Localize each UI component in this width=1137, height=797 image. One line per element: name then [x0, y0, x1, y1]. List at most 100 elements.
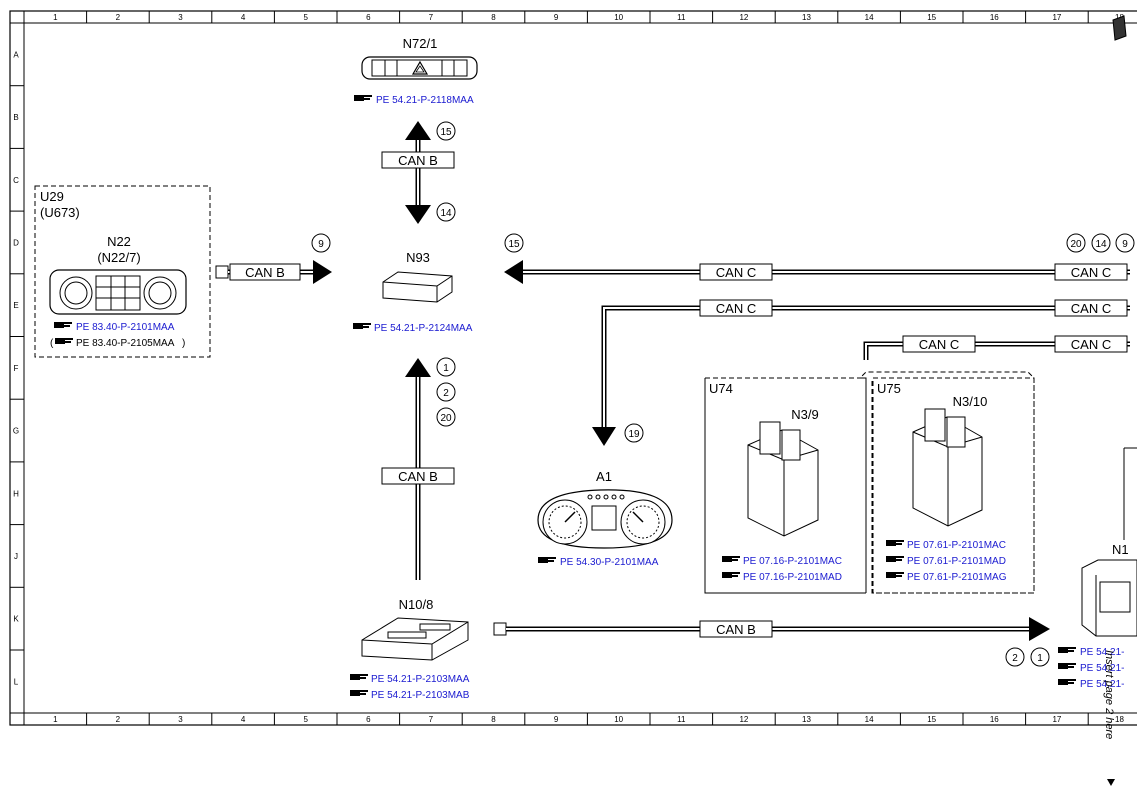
n10-8-label: N10/8	[399, 597, 434, 612]
can-c-label-3: CAN C	[716, 301, 756, 316]
grid-column-label: 12	[739, 13, 748, 22]
u29-alt-label: (U673)	[40, 205, 80, 220]
callout-14-right: 14	[1095, 239, 1107, 250]
climate-control-unit	[49, 269, 187, 315]
u74-group	[704, 377, 867, 594]
grid-column-label: 12	[739, 715, 748, 724]
n1x-ref-1[interactable]: PE 54.21-	[1080, 663, 1124, 674]
n10-8-ref-0[interactable]: PE 54.21-P-2103MAA	[371, 674, 470, 685]
grid-column-label: 13	[802, 715, 811, 724]
n3-10-ecu	[912, 408, 983, 527]
arrow-right-icon	[1029, 617, 1050, 641]
grid-column-label: 3	[178, 715, 183, 724]
pointing-hand-icon	[55, 338, 73, 344]
callout-19: 19	[628, 429, 640, 440]
pointing-hand-icon	[722, 572, 740, 578]
grid-row-label: D	[13, 238, 19, 247]
n1x-module	[1081, 559, 1137, 637]
can-b-label-1: CAN B	[398, 153, 438, 168]
grid-column-label: 9	[554, 715, 559, 724]
pointing-hand-icon	[886, 556, 904, 562]
pointing-hand-icon	[354, 95, 372, 101]
u29-label: U29	[40, 189, 64, 204]
n1x-ref-0[interactable]: PE 54.21-	[1080, 647, 1124, 658]
grid-row-label: E	[13, 301, 18, 310]
grid-column-label: 1	[53, 715, 58, 724]
pointing-hand-icon	[350, 690, 368, 696]
callout-2: 2	[443, 388, 449, 399]
n1x-ref-2[interactable]: PE 54.21-	[1080, 679, 1124, 690]
grid-column-label: 14	[865, 13, 874, 22]
n3-10-label: N3/10	[953, 394, 988, 409]
n10-8-module	[361, 617, 469, 661]
grid-row-label: L	[14, 677, 19, 686]
pointing-hand-icon	[538, 557, 556, 563]
grid-column-label: 16	[990, 13, 999, 22]
u75-ref-1[interactable]: PE 07.61-P-2101MAD	[907, 556, 1006, 567]
grid-column-label: 15	[927, 13, 936, 22]
grid-rulers: 1122334455667788991010111112121313141415…	[10, 11, 1124, 725]
can-c-label-4: CAN C	[1071, 301, 1111, 316]
u29-ref-paren-close: )	[182, 338, 185, 349]
hazard-switch-panel	[361, 56, 478, 80]
u74-ref-0[interactable]: PE 07.16-P-2101MAC	[743, 556, 842, 567]
n93-ref-0[interactable]: PE 54.21-P-2124MAA	[374, 323, 473, 334]
arrow-down-icon	[405, 205, 431, 224]
can-c-label-5: CAN C	[919, 337, 959, 352]
diagram-frame	[9, 10, 1137, 726]
pointing-hand-icon	[722, 556, 740, 562]
pointing-hand-icon	[353, 323, 371, 329]
can-b-label-3: CAN B	[398, 469, 438, 484]
grid-column-label: 10	[614, 715, 623, 724]
can-b-label-4: CAN B	[716, 622, 756, 637]
grid-column-label: 7	[429, 715, 434, 724]
grid-column-label: 16	[990, 715, 999, 724]
callout-20: 20	[440, 413, 452, 424]
grid-column-label: 8	[491, 715, 496, 724]
pointing-hand-icon	[350, 674, 368, 680]
grid-column-label: 11	[677, 715, 686, 724]
grid-column-label: 15	[927, 715, 936, 724]
arrow-left-icon	[504, 260, 523, 284]
instrument-cluster	[537, 489, 673, 549]
u74-label: U74	[709, 381, 733, 396]
arrow-up-icon	[405, 121, 431, 140]
callout-14-top: 14	[440, 208, 452, 219]
u75-ref-2[interactable]: PE 07.61-P-2101MAG	[907, 572, 1007, 583]
n3-9-ecu	[747, 421, 819, 537]
arrow-right-icon	[313, 260, 332, 284]
callout-2-bottom: 2	[1012, 653, 1018, 664]
hazard-triangle-icon	[411, 60, 429, 75]
grid-column-label: 5	[303, 13, 308, 22]
callout-15-top: 15	[440, 127, 452, 138]
u29-ref-0[interactable]: PE 83.40-P-2101MAA	[76, 322, 175, 333]
u74-ref-1[interactable]: PE 07.16-P-2101MAD	[743, 572, 842, 583]
u29-ref-paren-open: (	[50, 338, 54, 349]
grid-row-label: K	[13, 615, 19, 624]
a1-ref-0[interactable]: PE 54.30-P-2101MAA	[560, 557, 659, 568]
grid-row-label: F	[14, 364, 19, 373]
n22-label: N22	[107, 234, 131, 249]
n72-1-ref-0[interactable]: PE 54.21-P-2118MAA	[376, 95, 474, 106]
n10-8-ref-1[interactable]: PE 54.21-P-2103MAB	[371, 690, 470, 701]
arrow-down-icon	[592, 427, 616, 446]
grid-row-label: A	[13, 50, 19, 59]
grid-row-label: H	[13, 489, 19, 498]
grid-row-label: G	[13, 427, 19, 436]
grid-column-label: 17	[1052, 13, 1061, 22]
n3-9-label: N3/9	[791, 407, 818, 422]
u75-ref-0[interactable]: PE 07.61-P-2101MAC	[907, 540, 1006, 551]
grid-row-label: B	[13, 113, 18, 122]
callout-1: 1	[443, 363, 449, 374]
a1-label: A1	[596, 469, 612, 484]
grid-row-label: J	[14, 552, 18, 561]
grid-column-label: 6	[366, 715, 371, 724]
can-c-label-2: CAN C	[1071, 265, 1111, 280]
grid-column-label: 11	[677, 13, 686, 22]
u29-ref-alt[interactable]: PE 83.40-P-2105MAA	[76, 338, 175, 349]
grid-column-label: 8	[491, 13, 496, 22]
grid-column-label: 2	[116, 13, 121, 22]
grid-column-label: 1	[53, 13, 58, 22]
n1x-label: N1	[1112, 542, 1129, 557]
